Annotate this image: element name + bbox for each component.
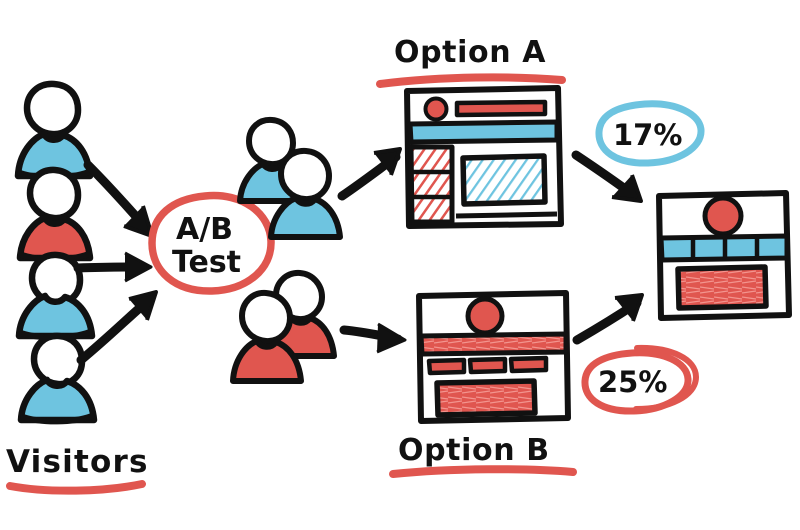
arrow-audience-a-to-option-a xyxy=(337,147,402,201)
arrow-audience-b-to-option-b xyxy=(339,322,407,354)
ab-test-label-line1: A/B xyxy=(176,212,233,247)
option-a-underline xyxy=(376,73,566,88)
visitors-label: Visitors xyxy=(6,444,149,480)
ab-test-node: A/B Test xyxy=(148,191,275,295)
visitors-underline xyxy=(6,480,146,495)
option-b-logo-icon xyxy=(465,296,505,336)
arrow-visitor3-to-test xyxy=(73,251,153,283)
option-b-label: Option B xyxy=(398,433,550,468)
winner-logo-icon xyxy=(702,195,744,237)
visitor-person-1 xyxy=(14,80,94,181)
winning-layout xyxy=(656,190,792,321)
arrow-option-b-to-winner xyxy=(572,293,644,345)
audience-group-b xyxy=(230,269,337,384)
rate-b-badge: 25% xyxy=(581,344,700,415)
arrow-visitor4-to-test xyxy=(76,290,158,365)
option-a-wireframe xyxy=(404,85,564,229)
option-b-wireframe xyxy=(416,290,571,424)
option-a-label: Option A xyxy=(394,35,546,70)
rate-a-label: 17% xyxy=(613,118,682,152)
option-a-logo-icon xyxy=(423,96,449,122)
visitor-person-3 xyxy=(15,251,96,341)
audience-group-a xyxy=(237,116,343,240)
arrow-rate-a-to-winner xyxy=(571,150,643,203)
visitor-person-4 xyxy=(17,332,98,425)
ab-test-label-line2: Test xyxy=(172,245,241,280)
arrow-visitor1-to-test xyxy=(83,160,154,238)
rate-a-badge: 17% xyxy=(595,100,705,167)
option-b-underline xyxy=(389,465,577,478)
visitor-person-2 xyxy=(16,166,94,263)
rate-b-label: 25% xyxy=(598,365,667,399)
